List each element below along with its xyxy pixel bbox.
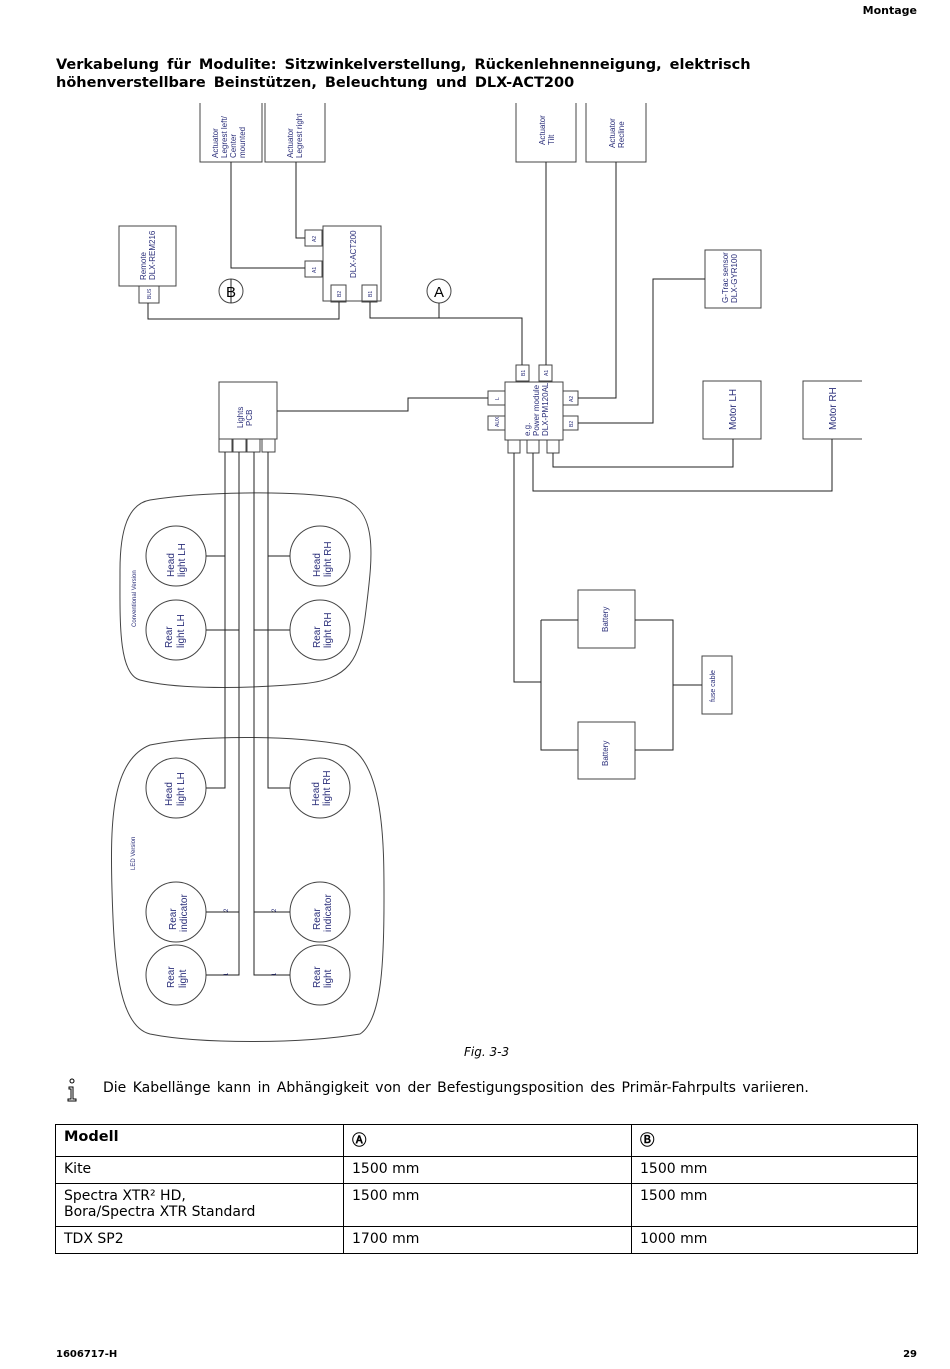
remote-model-label: DLX-REM216 — [148, 230, 157, 280]
model-cell: TDX SP2 — [55, 1226, 344, 1254]
actuator-legrest-left-label-2: Legrest left/ — [220, 115, 229, 158]
header-b: Ⓑ — [631, 1124, 918, 1157]
battery-label-1: Battery — [601, 607, 610, 632]
pin-1-right: 1 — [272, 972, 278, 976]
pm-port-a2: A2 — [569, 396, 575, 402]
pin-1-left: 1 — [224, 972, 230, 976]
rear-light-left-label: Rear — [166, 966, 177, 988]
header-a: Ⓐ — [343, 1124, 632, 1157]
actuator-legrest-left-label: Actuator — [211, 128, 220, 158]
marker-b: B — [226, 284, 236, 301]
info-icon — [67, 1078, 77, 1102]
rear-indicator-right-label: Rear — [312, 908, 323, 930]
model-cell: Spectra XTR² HD, Bora/Spectra XTR Standa… — [55, 1183, 344, 1227]
power-module-label-2: Power module — [532, 384, 541, 436]
gtrac-label: G-Trac sensor — [721, 252, 730, 303]
act200-label: DLX-ACT200 — [349, 230, 358, 278]
head-light-rh-label: Head — [312, 553, 323, 577]
figure-caption: Fig. 3-3 — [464, 1045, 510, 1059]
gtrac-model-label: DLX-GYR100 — [730, 254, 739, 303]
pin-2-left: 2 — [224, 908, 230, 912]
rear-indicator-left-label-2: indicator — [179, 894, 190, 932]
length-b-cell: 1500 mm — [631, 1156, 918, 1184]
actuator-legrest-left-label-3: Center — [229, 134, 238, 158]
pin-2-right: 2 — [272, 908, 278, 912]
table-header-row: Modell Ⓐ Ⓑ — [55, 1124, 918, 1157]
rear-indicator-left-label: Rear — [168, 908, 179, 930]
remote-bus-port: BUS — [147, 288, 153, 299]
table-row: TDX SP2 1700 mm 1000 mm — [55, 1226, 918, 1254]
actuator-legrest-left-label-4: mounted — [238, 127, 247, 158]
document-number: 1606717-H — [56, 1349, 118, 1360]
battery-label-2: Battery — [601, 741, 610, 766]
led-head-light-rh-label: Head — [311, 782, 322, 806]
length-b-cell: 1500 mm — [631, 1183, 918, 1227]
actuator-recline-label: Actuator — [608, 118, 617, 148]
rear-light-lh-label: Rear — [164, 626, 175, 648]
cable-length-table: Modell Ⓐ Ⓑ Kite 1500 mm 1500 mm Spectra … — [55, 1124, 918, 1254]
rear-light-right-label-2: light — [323, 969, 334, 988]
lights-pcb-label: Lights — [236, 407, 245, 428]
note-text: Die Kabellänge kann in Abhängigkeit von … — [103, 1080, 809, 1096]
motor-lh-label: Motor LH — [728, 389, 739, 430]
actuator-legrest-right-label-2: Legrest right — [295, 113, 304, 158]
length-a-cell: 1700 mm — [343, 1226, 632, 1254]
marker-a: A — [434, 284, 444, 301]
page-number: 29 — [903, 1349, 917, 1360]
actuator-tilt-label: Actuator — [538, 115, 547, 145]
pm-port-b1: B1 — [521, 370, 527, 376]
model-cell: Kite — [55, 1156, 344, 1184]
fuse-cable-label: fuse cable — [710, 670, 717, 702]
header-modell: Modell — [55, 1124, 344, 1157]
model-line-1: Spectra XTR² HD, — [64, 1188, 186, 1204]
act200-port-a2: A2 — [312, 236, 318, 242]
led-head-light-lh-label-2: light LH — [176, 772, 187, 806]
led-head-light-lh-label: Head — [164, 782, 175, 806]
actuator-legrest-right-label: Actuator — [286, 128, 295, 158]
led-head-light-rh-label-2: light RH — [322, 770, 333, 806]
actuator-tilt-label-2: Tilt — [547, 134, 556, 145]
length-a-cell: 1500 mm — [343, 1183, 632, 1227]
conventional-version-label: Conventional Version — [132, 570, 138, 627]
length-b-cell: 1000 mm — [631, 1226, 918, 1254]
rear-light-right-label: Rear — [312, 966, 323, 988]
pm-port-b2: B2 — [569, 421, 575, 427]
rear-light-rh-label-2: light RH — [323, 612, 334, 648]
head-light-lh-label-2: light LH — [177, 543, 188, 577]
rear-light-lh-label-2: light LH — [176, 614, 187, 648]
act200-port-b2: B2 — [337, 291, 343, 297]
length-a-cell: 1500 mm — [343, 1156, 632, 1184]
pm-port-l: L — [495, 397, 501, 400]
section-header: Montage — [862, 4, 917, 17]
led-version-label: LED Version — [131, 837, 137, 870]
power-module-label: e.g. — [523, 423, 532, 436]
table-row: Spectra XTR² HD, Bora/Spectra XTR Standa… — [55, 1183, 918, 1227]
actuator-recline-label-2: Recline — [617, 121, 626, 148]
pm-port-a1: A1 — [544, 370, 550, 376]
motor-rh-label: Motor RH — [828, 387, 839, 430]
act200-port-b1: B1 — [368, 291, 374, 297]
lights-pcb-label-2: PCB — [245, 410, 254, 426]
rear-light-rh-label: Rear — [312, 626, 323, 648]
remote-label: Remote — [139, 251, 148, 280]
power-module-model-label: DLX-PM120AL — [541, 382, 550, 436]
table-row: Kite 1500 mm 1500 mm — [55, 1156, 918, 1184]
act200-port-a1: A1 — [312, 267, 318, 273]
rear-indicator-right-label-2: indicator — [323, 894, 334, 932]
page-title: Verkabelung für Modulite: Sitzwinkelvers… — [56, 57, 751, 91]
model-line-2: Bora/Spectra XTR Standard — [64, 1204, 256, 1220]
head-light-lh-label: Head — [166, 553, 177, 577]
head-light-rh-label-2: light RH — [323, 541, 334, 577]
pm-port-aux: AUX — [495, 416, 501, 427]
rear-light-left-label-2: light — [178, 969, 189, 988]
